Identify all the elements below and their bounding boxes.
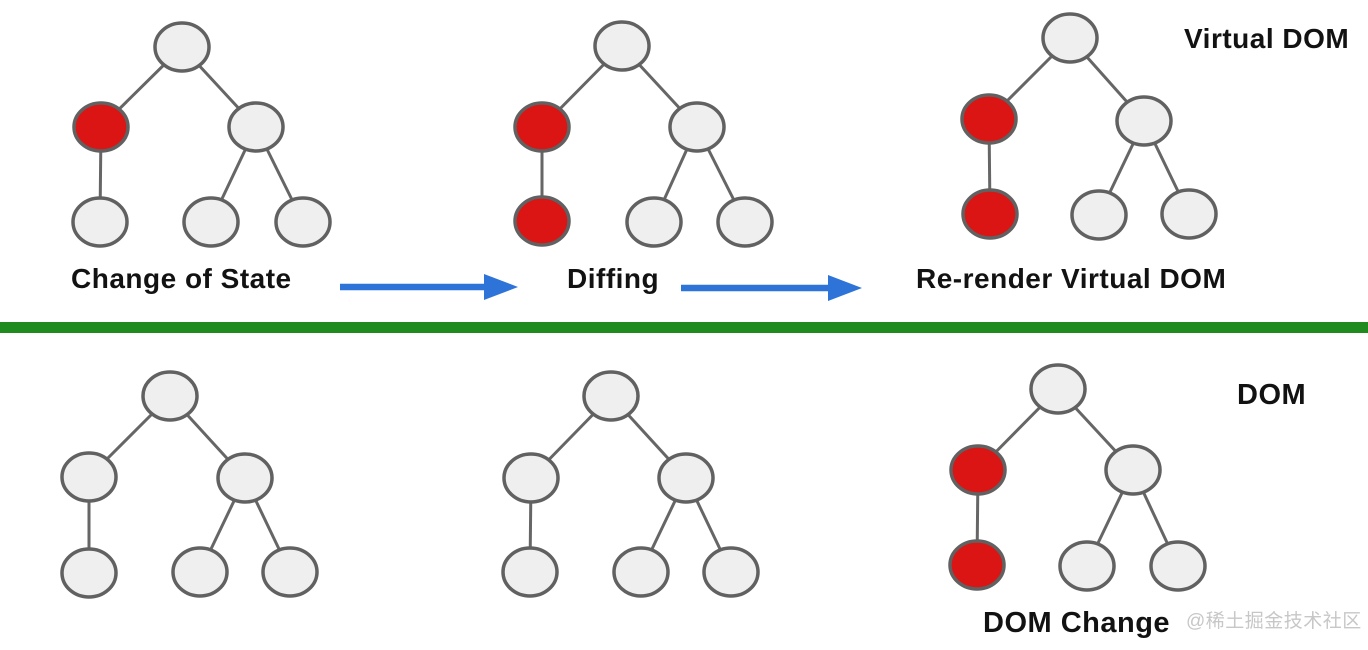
tree-node: [71, 196, 129, 248]
tree-node: [582, 370, 640, 422]
tree-node-changed: [960, 93, 1018, 145]
tree-virtual-dom-diffing: [513, 20, 774, 248]
tree-node: [502, 452, 560, 504]
tree-virtual-dom-rerender: [960, 12, 1218, 241]
tree-node: [60, 451, 118, 503]
step-label-rerender-virtual-dom: Re-render Virtual DOM: [916, 263, 1227, 294]
tree-node: [182, 196, 240, 248]
flow-arrow-2: [681, 275, 862, 301]
tree-node: [668, 101, 726, 153]
section-label-virtual-dom: Virtual DOM: [1184, 23, 1350, 54]
arrow-head-icon: [484, 274, 518, 300]
tree-node: [153, 21, 211, 73]
arrow-head-icon: [828, 275, 862, 301]
tree-node: [227, 101, 285, 153]
tree-dom-before-2: [501, 370, 760, 598]
tree-node: [1160, 188, 1218, 240]
tree-node: [612, 546, 670, 598]
tree-node-changed: [513, 101, 571, 153]
tree-dom-before-1: [60, 370, 319, 599]
tree-node-changed: [513, 195, 571, 247]
tree-dom-changed: [948, 363, 1207, 592]
tree-node-changed: [948, 539, 1006, 591]
tree-node: [501, 546, 559, 598]
tree-node: [1029, 363, 1087, 415]
tree-node: [1058, 540, 1116, 592]
step-label-change-of-state: Change of State: [71, 263, 292, 294]
tree-virtual-dom-state-change: [71, 21, 332, 248]
flow-arrow-1: [340, 274, 518, 300]
tree-node-changed: [949, 444, 1007, 496]
tree-node: [716, 196, 774, 248]
tree-node: [657, 452, 715, 504]
tree-node: [274, 196, 332, 248]
tree-node-changed: [961, 188, 1019, 240]
tree-node: [593, 20, 651, 72]
watermark: @稀土掘金技术社区: [1186, 611, 1362, 632]
tree-node: [171, 546, 229, 598]
tree-node: [702, 546, 760, 598]
tree-node: [625, 196, 683, 248]
tree-node: [1070, 189, 1128, 241]
tree-node: [261, 546, 319, 598]
section-label-dom: DOM: [1237, 379, 1307, 411]
tree-node: [216, 452, 274, 504]
tree-node-changed: [72, 101, 130, 153]
tree-node: [141, 370, 199, 422]
tree-node: [60, 547, 118, 599]
tree-node: [1115, 95, 1173, 147]
tree-node: [1149, 540, 1207, 592]
tree-node: [1104, 444, 1162, 496]
divider-bar: [0, 322, 1368, 333]
step-label-diffing: Diffing: [567, 263, 660, 294]
tree-node: [1041, 12, 1099, 64]
caption-dom-change: DOM Change: [983, 607, 1171, 639]
